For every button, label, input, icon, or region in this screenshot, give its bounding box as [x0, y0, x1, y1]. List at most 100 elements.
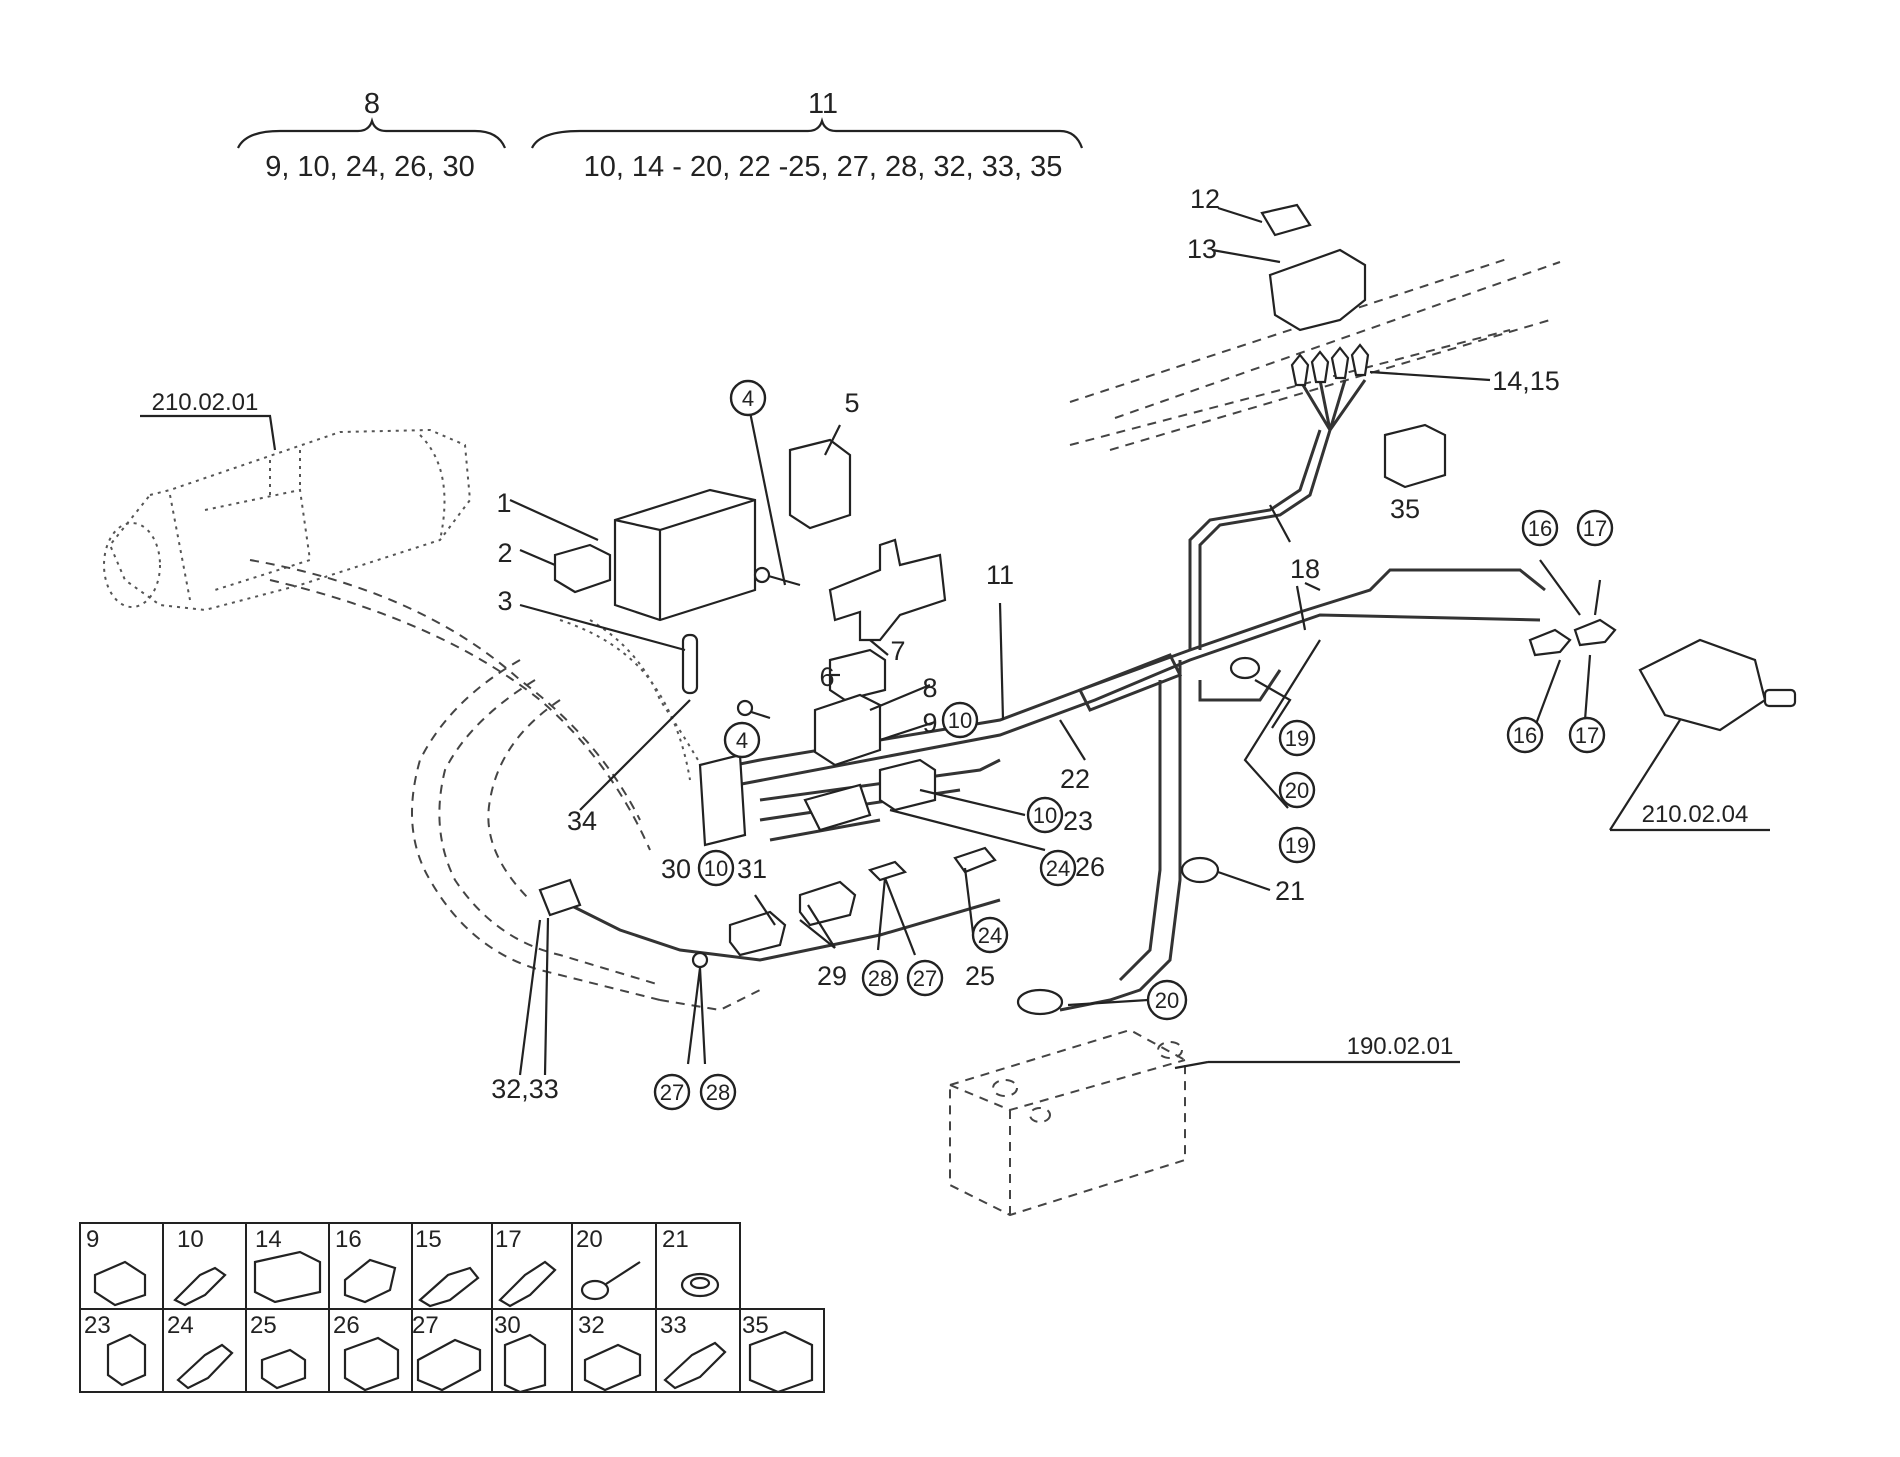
svg-text:10: 10: [948, 708, 972, 733]
callout-23: 23: [1063, 806, 1093, 836]
svg-text:19: 19: [1285, 726, 1309, 751]
callout-25: 25: [965, 961, 995, 991]
legend-cell-15: 15: [415, 1226, 442, 1253]
callout-6: 6: [819, 662, 834, 692]
callout-26: 26: [1075, 852, 1105, 882]
legend-cell-14: 14: [255, 1226, 282, 1253]
plain-callouts: 1 2 3 5 6 7 8 9 11 12 13 14,15 18 22 23 …: [491, 184, 1560, 1104]
connector-26-icon: [343, 1336, 400, 1392]
svg-text:20: 20: [1155, 988, 1179, 1013]
header-group-left: 8 9, 10, 24, 26, 30: [237, 88, 507, 183]
callout-3: 3: [497, 586, 512, 616]
legend-cell-9: 9: [86, 1226, 99, 1253]
callout-1: 1: [496, 488, 511, 518]
callout-19-a: 19: [1278, 719, 1316, 757]
callout-32-33: 32,33: [491, 1074, 559, 1104]
legend-cell-30: 30: [494, 1312, 521, 1339]
callout-30: 30: [661, 854, 691, 884]
callout-5: 5: [844, 388, 859, 418]
callout-10-c: 10: [697, 849, 735, 887]
svg-text:27: 27: [913, 966, 937, 991]
circled-callouts: 4 4 10 10 10 16 17 16 17 19 19 20 20 24 …: [653, 379, 1614, 1111]
control-unit-part: [613, 488, 757, 622]
parts: [538, 203, 1797, 1016]
connector-16-icon: [343, 1258, 397, 1304]
callout-8: 8: [922, 673, 937, 703]
callout-27-a: 27: [906, 959, 944, 997]
callout-18: 18: [1290, 554, 1320, 584]
callout-14-15: 14,15: [1492, 366, 1560, 396]
callout-27-b: 27: [653, 1073, 691, 1111]
legend-cell-21: 21: [662, 1226, 689, 1253]
terminal-15-icon: [418, 1266, 480, 1308]
group-left-items: 9, 10, 24, 26, 30: [265, 151, 475, 183]
connector-30-icon: [503, 1333, 547, 1394]
callout-10-a: 10: [941, 701, 979, 739]
ring-terminal-20-icon: [580, 1279, 610, 1301]
svg-text:24: 24: [1046, 856, 1070, 881]
svg-text:27: 27: [660, 1080, 684, 1105]
callout-13: 13: [1187, 234, 1217, 264]
group-right-items: 10, 14 - 20, 22 -25, 27, 28, 32, 33, 35: [584, 151, 1063, 183]
ref-heater: 210.02.01: [152, 389, 259, 416]
callout-29: 29: [817, 961, 847, 991]
terminal-10-icon: [173, 1266, 227, 1307]
legend-table: 9 10 14 16 15 17 20 21: [79, 1222, 825, 1394]
callout-19-b: 19: [1278, 826, 1316, 864]
legend-cell-27: 27: [412, 1312, 439, 1339]
legend-cell-24: 24: [167, 1312, 194, 1339]
callout-4-bottom: 4: [723, 721, 761, 759]
svg-text:10: 10: [1033, 803, 1057, 828]
terminal-17-icon: [498, 1260, 557, 1308]
callout-16-top: 16: [1521, 509, 1559, 547]
group-right-number: 11: [808, 88, 838, 120]
callout-28-b: 28: [699, 1073, 737, 1111]
battery: [949, 1028, 1186, 1217]
connector-27-icon: [416, 1338, 482, 1392]
svg-text:19: 19: [1285, 833, 1309, 858]
legend-cell-32: 32: [578, 1312, 605, 1339]
callout-28-a: 28: [861, 959, 899, 997]
svg-text:17: 17: [1583, 516, 1607, 541]
svg-text:16: 16: [1513, 723, 1537, 748]
callout-20-a: 20: [1278, 771, 1316, 809]
callout-31: 31: [737, 854, 767, 884]
ref-motor: 210.02.04: [1642, 801, 1749, 828]
callout-2: 2: [497, 538, 512, 568]
main-harness: [559, 379, 1546, 1012]
svg-text:16: 16: [1528, 516, 1552, 541]
svg-text:4: 4: [742, 386, 754, 411]
legend-cell-23: 23: [84, 1312, 111, 1339]
svg-text:24: 24: [978, 923, 1002, 948]
legend-cell-25: 25: [250, 1312, 277, 1339]
heater-unit: [103, 428, 651, 851]
callout-35: 35: [1390, 494, 1420, 524]
callout-21: 21: [1275, 876, 1305, 906]
svg-text:4: 4: [736, 728, 748, 753]
group-left-number: 8: [364, 88, 380, 120]
callout-4-top: 4: [729, 379, 767, 417]
callout-9: 9: [922, 708, 937, 738]
legend-cell-16: 16: [335, 1226, 362, 1253]
legend-cell-33: 33: [660, 1312, 687, 1339]
callout-34: 34: [567, 806, 597, 836]
callout-17-bottom: 17: [1568, 716, 1606, 754]
legend-row-2: 23 24 25 26 27 30 32 33 35: [79, 1308, 825, 1394]
connector-23-icon: [106, 1333, 147, 1387]
callout-11: 11: [986, 560, 1014, 590]
svg-text:20: 20: [1285, 778, 1309, 803]
connector-14-icon: [253, 1250, 322, 1304]
legend-cell-35: 35: [742, 1312, 769, 1339]
connector-9-icon: [93, 1260, 147, 1307]
ref-battery: 190.02.01: [1347, 1033, 1454, 1060]
terminal-25-icon: [260, 1348, 307, 1390]
connector-32-icon: [583, 1343, 642, 1392]
svg-text:17: 17: [1575, 723, 1599, 748]
callout-10-b: 10: [1026, 796, 1064, 834]
terminal-24-icon: [176, 1343, 234, 1390]
callout-24-a: 24: [1039, 849, 1077, 887]
svg-text:28: 28: [868, 966, 892, 991]
legend-cell-20: 20: [576, 1226, 603, 1253]
svg-text:28: 28: [706, 1080, 730, 1105]
